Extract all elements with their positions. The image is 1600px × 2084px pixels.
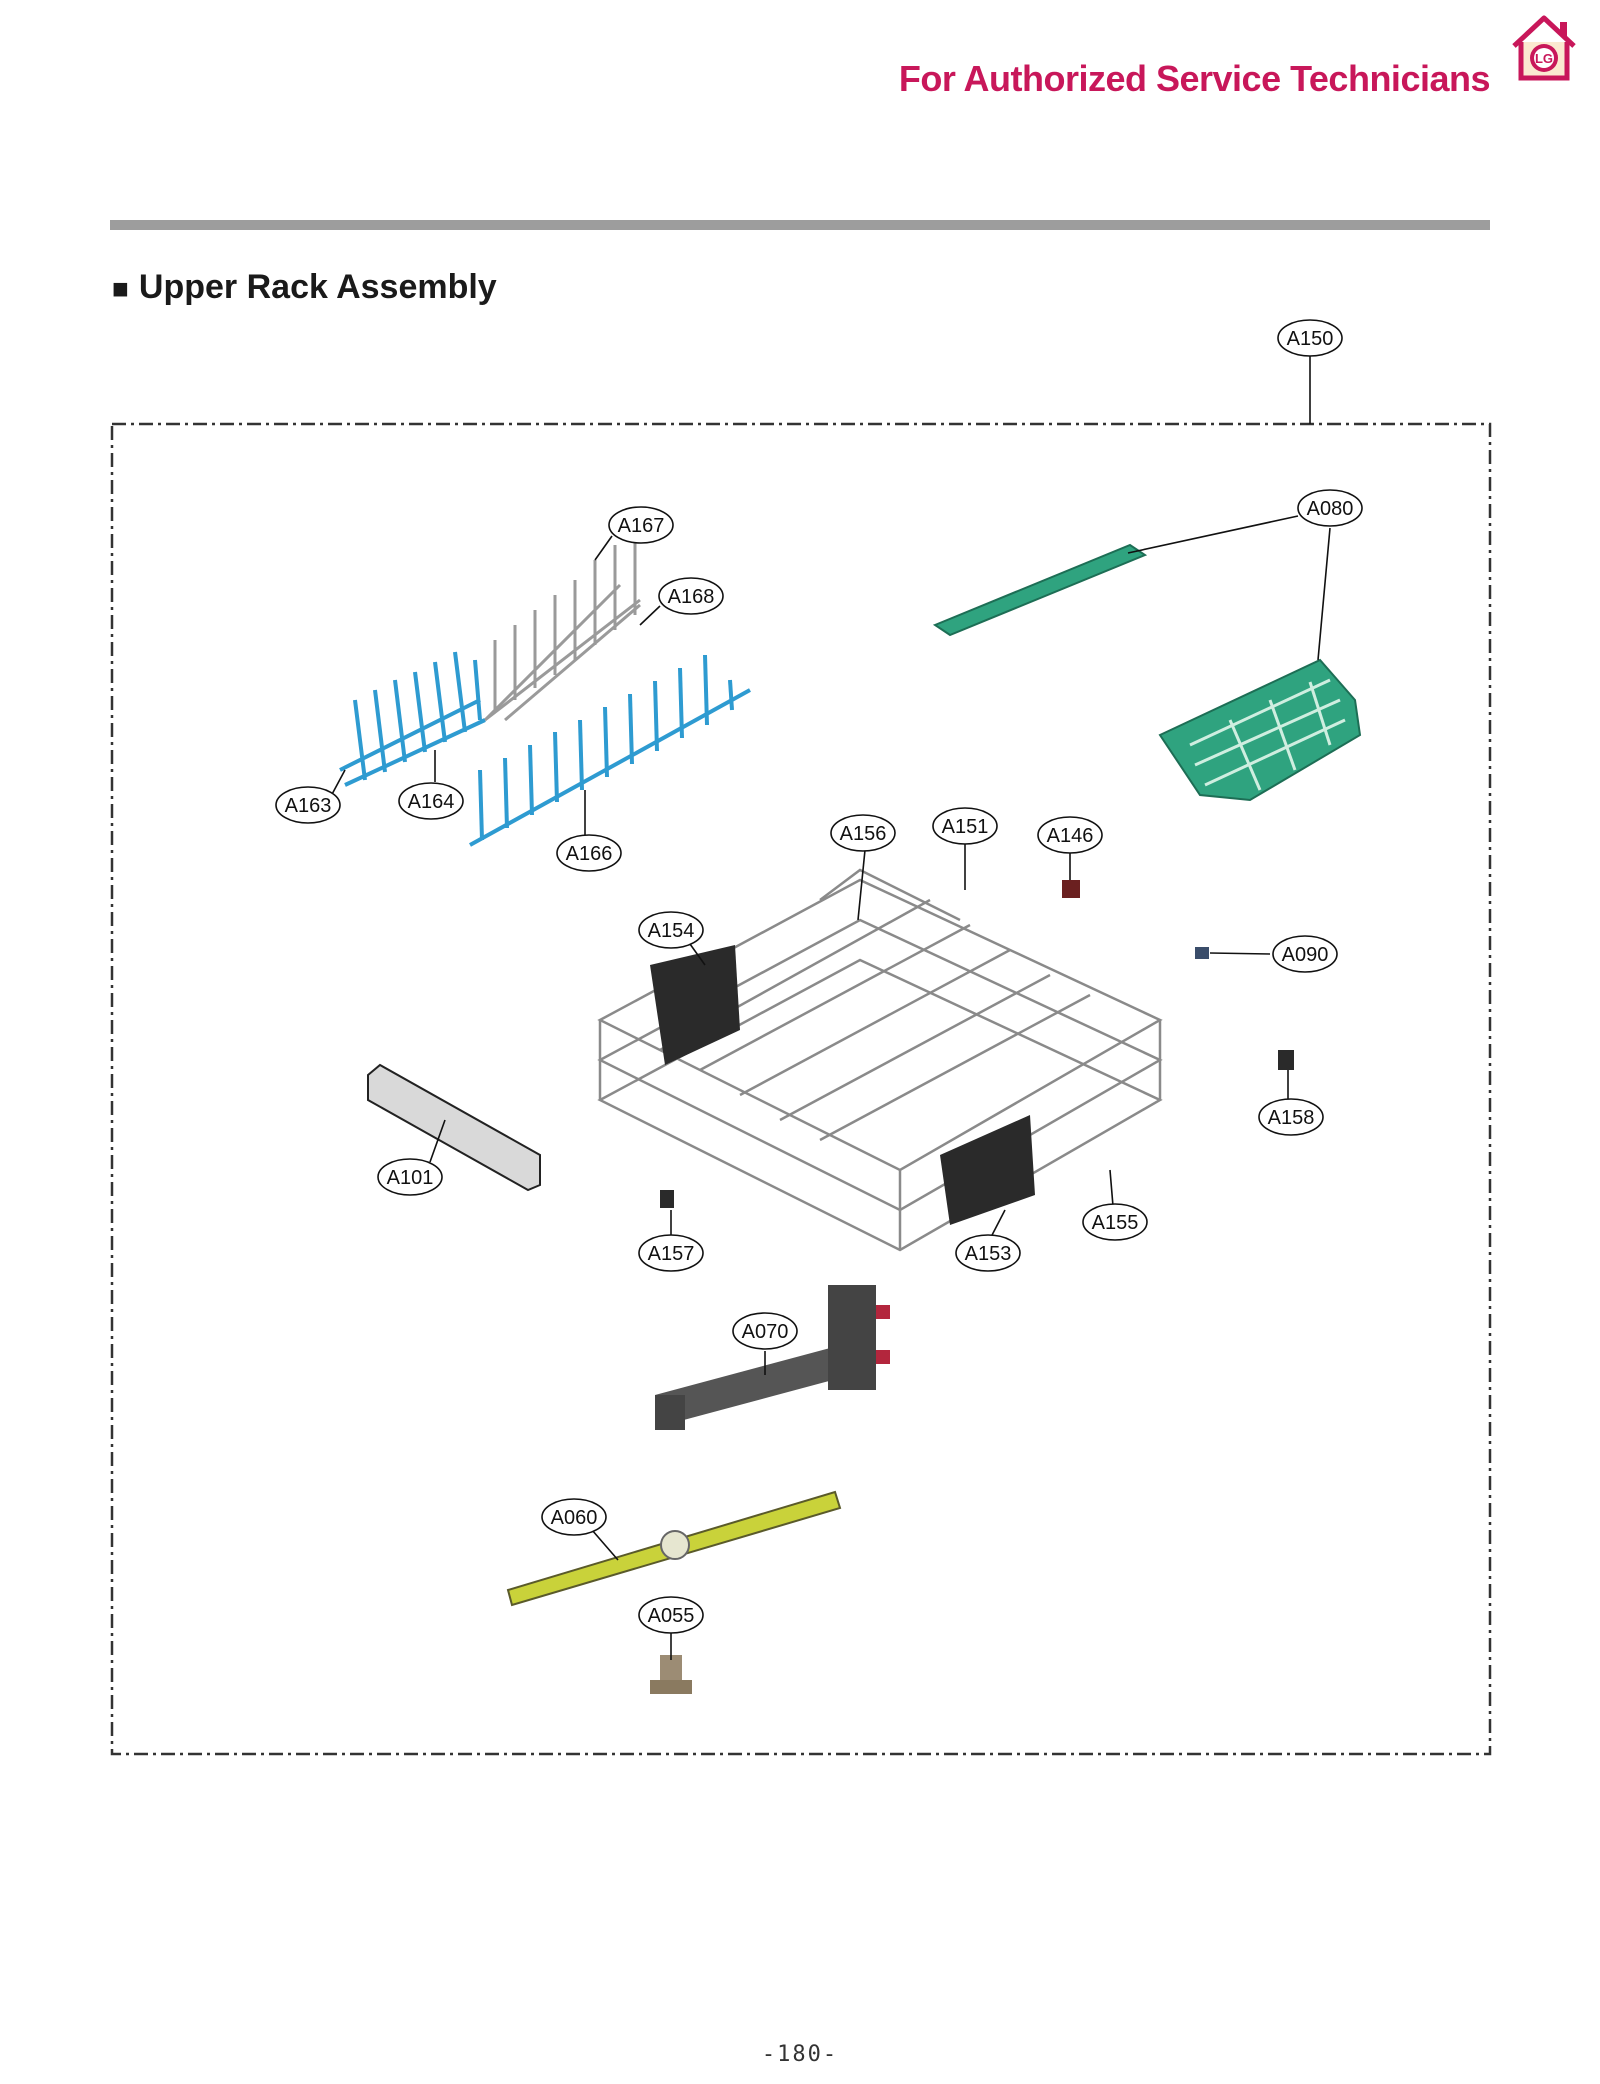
callout-a151-label: A151	[942, 816, 989, 838]
part-a154-latch	[650, 945, 740, 1065]
callout-a156[interactable]: A156	[830, 814, 896, 852]
part-a157-clip	[660, 1190, 674, 1208]
callout-a163-label: A163	[285, 795, 332, 817]
lg-home-logo-icon: LG	[1512, 15, 1576, 81]
callout-a101[interactable]: A101	[377, 1158, 443, 1196]
callout-a154[interactable]: A154	[638, 911, 704, 949]
part-a101-bar	[367, 1063, 541, 1192]
callout-a060-label: A060	[551, 1507, 598, 1529]
part-a060-hub	[660, 1530, 690, 1560]
callout-a146[interactable]: A146	[1037, 816, 1103, 854]
part-a158-clip	[1278, 1050, 1294, 1070]
callout-a090-label: A090	[1282, 944, 1329, 966]
callout-a157-label: A157	[648, 1243, 695, 1265]
part-a167-tine-rack	[483, 530, 641, 722]
callout-a163[interactable]: A163	[275, 786, 341, 824]
callout-a080-label: A080	[1307, 498, 1354, 520]
callout-a155-label: A155	[1092, 1212, 1139, 1234]
part-a080-green-tray	[1158, 658, 1362, 802]
callout-a150[interactable]: A150	[1277, 319, 1343, 357]
callout-a155[interactable]: A155	[1082, 1203, 1148, 1241]
part-a055-nut	[650, 1655, 692, 1694]
callout-a166[interactable]: A166	[556, 834, 622, 872]
logo-text: LG	[1535, 51, 1553, 66]
callout-a167[interactable]: A167	[608, 506, 674, 544]
part-a151-wire-rack	[597, 868, 1163, 1252]
callout-a153[interactable]: A153	[955, 1234, 1021, 1272]
callout-a166-label: A166	[566, 843, 613, 865]
part-a070-manifold	[655, 1285, 890, 1430]
callout-a164[interactable]: A164	[398, 782, 464, 820]
callout-a158[interactable]: A158	[1258, 1098, 1324, 1136]
part-a080-tray-grid	[1189, 678, 1346, 791]
callout-a101-label: A101	[387, 1167, 434, 1189]
part-a166-blue-tines	[469, 654, 751, 847]
callout-a153-label: A153	[965, 1243, 1012, 1265]
callout-a154-label: A154	[648, 920, 695, 942]
callout-a070-label: A070	[742, 1321, 789, 1343]
callout-a168[interactable]: A168	[658, 577, 724, 615]
part-a164-blue-tines	[339, 651, 486, 787]
section-title: ■ Upper Rack Assembly	[112, 268, 497, 307]
assembly-boundary	[110, 422, 1492, 1756]
callout-a157[interactable]: A157	[638, 1234, 704, 1272]
callout-a168-label: A168	[668, 586, 715, 608]
callout-a151[interactable]: A151	[932, 807, 998, 845]
header-divider	[110, 220, 1490, 230]
part-a080-green-rail	[932, 543, 1148, 637]
callout-a060[interactable]: A060	[541, 1498, 607, 1536]
callout-a055[interactable]: A055	[638, 1596, 704, 1634]
callout-a080[interactable]: A080	[1297, 489, 1363, 527]
callout-a090[interactable]: A090	[1272, 935, 1338, 973]
leader-lines	[329, 356, 1331, 1660]
part-a090-clip	[1195, 947, 1209, 959]
header-title: For Authorized Service Technicians	[898, 58, 1491, 99]
part-a153-latch	[940, 1115, 1035, 1225]
callout-a167-label: A167	[618, 515, 665, 537]
callout-a164-label: A164	[408, 791, 455, 813]
callout-a158-label: A158	[1268, 1107, 1315, 1129]
section-title-text: Upper Rack Assembly	[138, 268, 497, 306]
page-number: -180-	[761, 2042, 839, 2067]
callout-a150-label: A150	[1287, 328, 1334, 350]
section-bullet: ■	[112, 273, 129, 304]
part-a146-clip	[1062, 880, 1080, 898]
callout-a070[interactable]: A070	[732, 1312, 798, 1350]
callout-a156-label: A156	[840, 823, 887, 845]
callout-a055-label: A055	[648, 1605, 695, 1627]
callout-a146-label: A146	[1047, 825, 1094, 847]
